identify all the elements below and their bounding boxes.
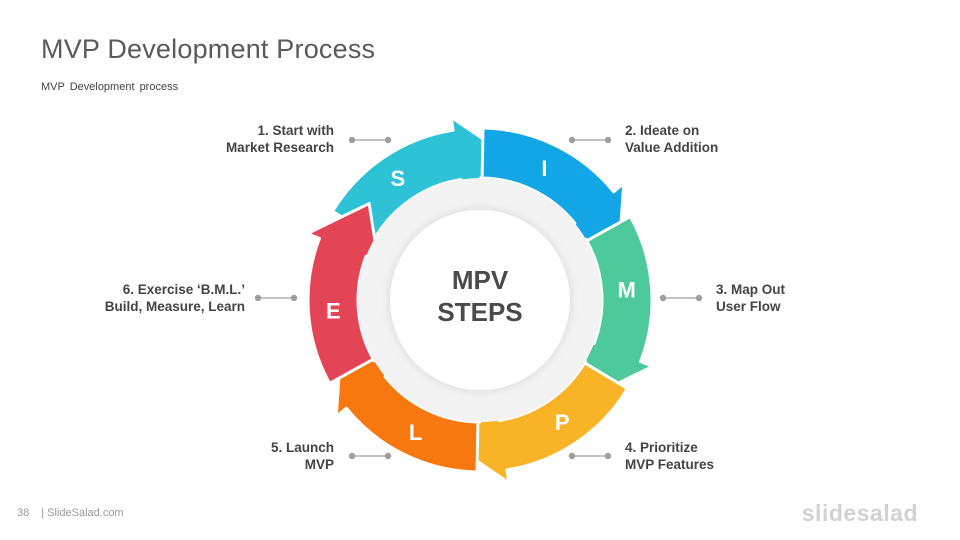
step-label-3-line2: User Flow (716, 299, 781, 314)
connector-dot (290, 294, 298, 302)
step-label-5-line2: MVP (304, 457, 334, 472)
step-label-3: 3. Map Out User Flow (716, 281, 785, 315)
footer-source: | SlideSalad.com (41, 507, 124, 519)
step-label-6-line1: 6. Exercise ‘B.M.L.’ (122, 282, 245, 297)
connector-dot (348, 136, 356, 144)
step-label-4: 4. Prioritize MVP Features (625, 439, 714, 473)
step-letter-2: I (541, 156, 547, 181)
center-circle (390, 210, 570, 390)
step-label-2-line2: Value Addition (625, 140, 719, 155)
connector-dot (568, 136, 576, 144)
step-letter-6: E (326, 298, 341, 323)
step-label-6-line2: Build, Measure, Learn (104, 299, 245, 314)
connector-dot (659, 294, 667, 302)
step-label-1-line1: 1. Start with (257, 123, 334, 138)
center-label-line2: STEPS (437, 297, 523, 327)
step-label-1: 1. Start with Market Research (226, 122, 334, 156)
connectors (254, 136, 703, 460)
step-label-4-line1: 4. Prioritize (625, 440, 698, 455)
step-label-1-line2: Market Research (225, 140, 334, 155)
step-letter-1: S (390, 166, 405, 191)
connector-dot (384, 452, 392, 460)
footer: 38 | SlideSalad.com (17, 507, 124, 519)
connector-dot (254, 294, 262, 302)
step-letter-3: M (617, 278, 635, 303)
step-label-4-line2: MVP Features (625, 457, 715, 472)
connector-dot (604, 136, 612, 144)
step-label-6: 6. Exercise ‘B.M.L.’ Build, Measure, Lea… (105, 281, 245, 315)
connector-dot (348, 452, 356, 460)
center-label: MPV STEPS (410, 264, 550, 328)
step-letters: S I M P L E (326, 156, 636, 445)
step-letter-5: L (409, 420, 422, 445)
step-label-3-line1: 3. Map Out (716, 282, 786, 297)
connector-dot (695, 294, 703, 302)
connector-dot (568, 452, 576, 460)
step-label-2-line1: 2. Ideate on (625, 123, 700, 138)
step-label-5-line1: 5. Launch (270, 440, 334, 455)
connector-dot (384, 136, 392, 144)
page-subtitle: MVP Development process (41, 81, 179, 93)
step-label-2: 2. Ideate on Value Addition (625, 122, 718, 156)
page-title: MVP Development Process (41, 34, 376, 64)
step-letter-4: P (555, 410, 570, 435)
page-number: 38 (17, 507, 30, 519)
brand-logo: slidesalad (801, 500, 918, 526)
center-label-line1: MPV (451, 265, 509, 295)
step-label-5: 5. Launch MVP (271, 439, 334, 473)
connector-dot (604, 452, 612, 460)
